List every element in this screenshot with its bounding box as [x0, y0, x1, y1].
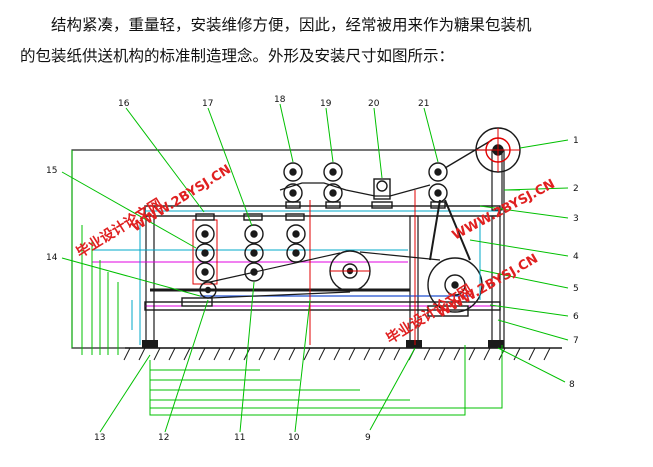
callout-3: 3 — [573, 214, 579, 224]
watermark-site-1: WWW.2BYSJ.CN — [129, 162, 234, 235]
callout-15: 15 — [46, 166, 57, 176]
machine-drawing: 1 2 3 4 5 6 7 8 9 10 11 12 13 14 15 16 1… — [46, 95, 579, 443]
callout-8: 8 — [569, 380, 575, 390]
watermark-site-3: WWW.2BYSJ.CN — [435, 251, 541, 321]
callout-18: 18 — [274, 95, 286, 105]
callout-7: 7 — [573, 336, 579, 346]
left-rollers — [181, 213, 306, 307]
description-paragraph: 结构紧凑，重量轻，安装维修方便，因此，经常被用来作为糖果包装机 的包装纸供送机构… — [20, 10, 640, 72]
callout-14: 14 — [46, 253, 58, 263]
callout-6: 6 — [573, 312, 579, 322]
callout-13: 13 — [94, 433, 105, 443]
callout-9: 9 — [365, 433, 371, 443]
callout-11: 11 — [234, 433, 245, 443]
drive-pulleys — [209, 199, 483, 317]
callout-17: 17 — [202, 99, 213, 109]
callout-4: 4 — [573, 252, 579, 262]
paragraph-line-1: 结构紧凑，重量轻，安装维修方便，因此，经常被用来作为糖果包装机 — [51, 16, 532, 34]
callout-19: 19 — [320, 99, 332, 109]
top-rollers — [279, 139, 493, 209]
callout-16: 16 — [118, 99, 130, 109]
callout-2: 2 — [573, 184, 579, 194]
ground-line — [123, 347, 562, 361]
callout-leaders — [61, 103, 569, 433]
callout-10: 10 — [288, 433, 300, 443]
callout-12: 12 — [158, 433, 169, 443]
callout-labels: 1 2 3 4 5 6 7 8 9 10 11 12 13 14 15 16 1… — [46, 95, 579, 443]
callout-20: 20 — [368, 99, 380, 109]
callout-21: 21 — [418, 99, 429, 109]
callout-1: 1 — [573, 136, 579, 146]
paper-reel — [475, 127, 521, 173]
guide-lines — [131, 222, 481, 345]
paragraph-line-2: 的包装纸供送机构的标准制造理念。外形及安装尺寸如图所示： — [20, 47, 455, 65]
callout-5: 5 — [573, 284, 579, 294]
